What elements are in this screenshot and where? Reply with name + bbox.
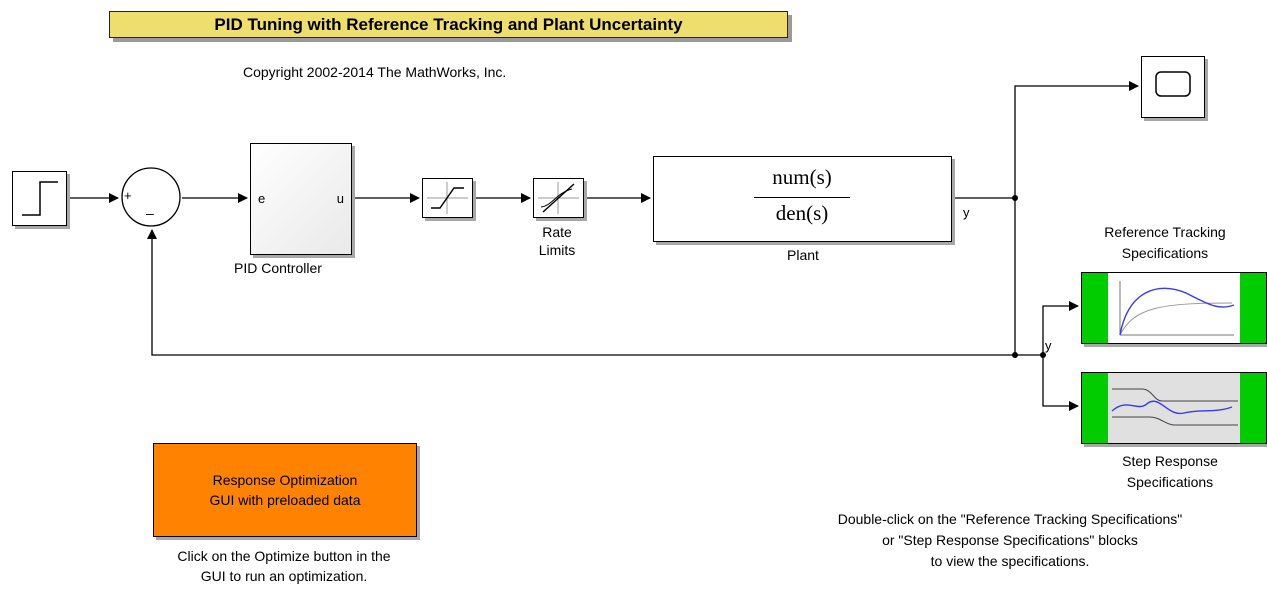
optimize-note: Click on the Optimize button in the GUI …: [177, 548, 391, 584]
step-response-label: Step Response Specifications: [1122, 453, 1218, 490]
plant-output-port-label: y: [963, 205, 970, 220]
plant-label: Plant: [787, 247, 819, 263]
sum-plus-sign: +: [124, 188, 132, 203]
step-response-spec-block[interactable]: [1081, 372, 1267, 444]
sum-block[interactable]: + –: [121, 167, 182, 228]
reference-tracking-label: Reference Tracking Specifications: [1104, 224, 1226, 261]
pid-controller-block[interactable]: e u: [250, 143, 352, 255]
plant-denominator: den(s): [775, 201, 829, 225]
reference-tracking-plot-icon: [1082, 273, 1266, 343]
step-source-icon: [22, 181, 58, 216]
specifications-note: Double-click on the "Reference Tracking …: [837, 511, 1183, 569]
saturation-icon: [427, 182, 468, 214]
branch-point: [1012, 195, 1018, 201]
sum-circle-icon: [121, 167, 181, 227]
rate-limiter-icon: [538, 182, 579, 214]
response-optimization-gui-button[interactable]: Response Optimization GUI with preloaded…: [153, 443, 417, 537]
scope-block[interactable]: [1141, 56, 1205, 118]
step-response-plot-icon: [1082, 373, 1266, 443]
branch-point: [1040, 352, 1046, 358]
plant-block[interactable]: num(s) den(s): [653, 156, 952, 242]
pid-input-port-label: e: [258, 191, 266, 206]
copyright-text: Copyright 2002-2014 The MathWorks, Inc.: [243, 64, 507, 80]
model-title: PID Tuning with Reference Tracking and P…: [109, 11, 788, 38]
fraction-bar: [754, 197, 850, 198]
step-source-block[interactable]: [12, 171, 67, 226]
pid-output-port-label: u: [336, 191, 344, 206]
sum-minus-sign: –: [146, 205, 154, 221]
branch-point: [1012, 352, 1018, 358]
rate-limits-label: Rate Limits: [538, 224, 576, 258]
plant-numerator: num(s): [772, 165, 832, 189]
reference-tracking-spec-block[interactable]: [1081, 272, 1267, 344]
scope-icon: [1155, 71, 1191, 97]
pid-controller-label: PID Controller: [234, 260, 322, 276]
rate-limiter-block[interactable]: [533, 178, 584, 218]
signal-y-label: y: [1045, 338, 1052, 353]
saturation-block[interactable]: [422, 178, 473, 218]
